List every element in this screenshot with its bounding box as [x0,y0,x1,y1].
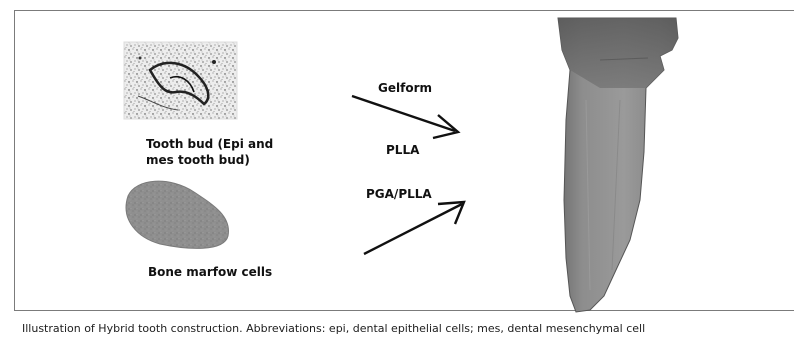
plla-label: PLLA [386,142,419,158]
bone-marrow-image [126,181,228,248]
lower-arrow [364,202,464,254]
bone-marrow-label: Bone marfow cells [148,264,272,280]
tooth-bud-label-line1: Tooth bud (Epi and [146,136,273,152]
gelform-label: Gelform [378,80,432,96]
hybrid-tooth-image [558,18,678,312]
tooth-bud-label-line2: mes tooth bud) [146,152,250,168]
pga-plla-label: PGA/PLLA [366,186,432,202]
tooth-bud-image [124,42,237,119]
figure-caption: Illustration of Hybrid tooth constructio… [22,322,796,336]
upper-arrow [352,96,458,138]
